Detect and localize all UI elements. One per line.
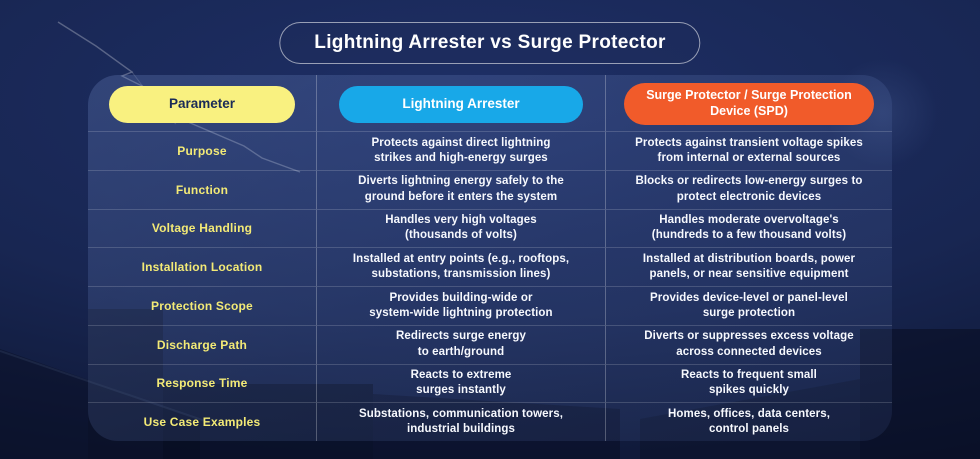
header-cell-spd: Surge Protector / Surge Protection Devic… [605, 75, 892, 131]
parameter-header-pill: Parameter [109, 85, 295, 123]
row-spd-function: Blocks or redirects low-energy surges to… [605, 169, 892, 209]
comparison-table: Parameter Lightning Arrester Surge Prote… [88, 75, 892, 441]
page-title: Lightning Arrester vs Surge Protector [279, 22, 701, 64]
row-spd-protection-scope: Provides device-level or panel-level sur… [605, 286, 892, 325]
row-spd-installation-location: Installed at distribution boards, power … [605, 247, 892, 286]
lightning-arrester-header-pill: Lightning Arrester [339, 85, 583, 123]
comparison-table-panel: Parameter Lightning Arrester Surge Prote… [88, 75, 892, 441]
row-spd-purpose: Protects against transient voltage spike… [605, 131, 892, 170]
row-arrester-installation-location: Installed at entry points (e.g., rooftop… [316, 247, 605, 286]
row-parameter-use-case-examples: Use Case Examples [88, 402, 316, 441]
row-parameter-response-time: Response Time [88, 363, 316, 403]
row-spd-discharge-path: Diverts or suppresses excess voltage acr… [605, 324, 892, 364]
row-arrester-purpose: Protects against direct lightning strike… [316, 131, 605, 170]
header-cell-arrester: Lightning Arrester [316, 75, 605, 131]
row-parameter-discharge-path: Discharge Path [88, 324, 316, 364]
row-spd-voltage-handling: Handles moderate overvoltage's (hundreds… [605, 208, 892, 248]
row-arrester-protection-scope: Provides building-wide or system-wide li… [316, 286, 605, 325]
row-arrester-use-case-examples: Substations, communication towers, indus… [316, 402, 605, 441]
row-arrester-discharge-path: Redirects surge energy to earth/ground [316, 324, 605, 364]
row-parameter-protection-scope: Protection Scope [88, 286, 316, 325]
row-spd-response-time: Reacts to frequent small spikes quickly [605, 363, 892, 403]
header-cell-parameter: Parameter [88, 75, 316, 131]
row-parameter-voltage-handling: Voltage Handling [88, 208, 316, 248]
surge-protector-header-pill: Surge Protector / Surge Protection Devic… [624, 83, 874, 125]
row-parameter-function: Function [88, 169, 316, 209]
row-parameter-purpose: Purpose [88, 131, 316, 170]
row-spd-use-case-examples: Homes, offices, data centers, control pa… [605, 402, 892, 441]
row-arrester-function: Diverts lightning energy safely to the g… [316, 169, 605, 209]
row-arrester-response-time: Reacts to extreme surges instantly [316, 363, 605, 403]
row-parameter-installation-location: Installation Location [88, 247, 316, 286]
row-arrester-voltage-handling: Handles very high voltages (thousands of… [316, 208, 605, 248]
